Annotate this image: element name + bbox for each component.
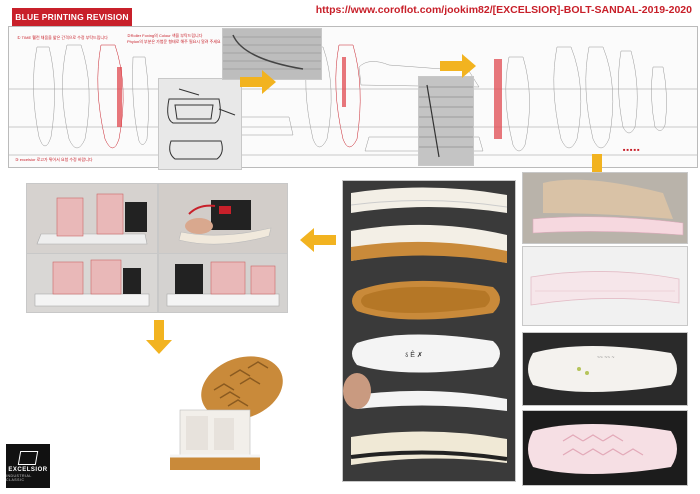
sandal-prototype-photo: [26, 183, 158, 255]
logo-subtitle: INDUSTRIAL CLASSIC: [6, 473, 32, 482]
outsole-top-photo: ~~ ~~ ~: [522, 332, 688, 406]
logo-name: EXCELSIOR: [8, 466, 48, 473]
sketch-photo: [158, 78, 242, 170]
revision-detail-photo: [222, 28, 322, 80]
blueprint-drawing: [9, 44, 697, 156]
annotation-note: ① TIME 웰런 채움을 얇은 간격으로 수정 부탁드립니다: [17, 35, 108, 40]
source-url[interactable]: https://www.coroflot.com/jookim82/[EXCEL…: [315, 4, 692, 16]
final-sandal-render: [150, 340, 290, 480]
arrow-right-icon: [240, 70, 276, 94]
page-title: BLUE PRINTING REVISION: [12, 8, 132, 26]
annotation-note: ③ excelsior 로고가 튀어서 요청 수정 바랍니다: [15, 157, 93, 162]
sandal-prototype-photo: [158, 253, 288, 313]
outsole-bottom-photo: [522, 410, 688, 486]
arrow-left-icon: [300, 228, 336, 252]
sandal-prototype-photo: [158, 183, 288, 255]
sandal-prototype-photo: [26, 253, 158, 313]
arrow-right-icon: [440, 54, 476, 78]
annotation-note: ■ ■ ■ ■ ■: [623, 147, 640, 152]
arrow-down-icon: [146, 320, 172, 354]
technical-drawing-sheet: ① TIME 웰런 채움을 얇은 간격으로 수정 부탁드립니다 ②Roller …: [8, 26, 698, 168]
outsole-sample-photo: ऽ Ê ✗: [342, 180, 516, 482]
svg-text:~~ ~~ ~: ~~ ~~ ~: [597, 355, 614, 361]
outsole-fit-photo: [522, 172, 688, 244]
annotation-note: Phylon의 부분은 가볍운 형태로 해주 필요시 알려 주세요: [127, 39, 221, 44]
outsole-side-photo: [522, 246, 688, 326]
excelsior-logo: EXCELSIOR INDUSTRIAL CLASSIC: [6, 444, 50, 488]
svg-text:ऽ Ê ✗: ऽ Ê ✗: [405, 350, 423, 359]
revision-detail-photo: [418, 76, 474, 166]
annotation-note: ②Roller Foxing의 Colour 색을 부탁드립니다: [127, 33, 203, 38]
logo-mark-icon: [17, 450, 39, 465]
